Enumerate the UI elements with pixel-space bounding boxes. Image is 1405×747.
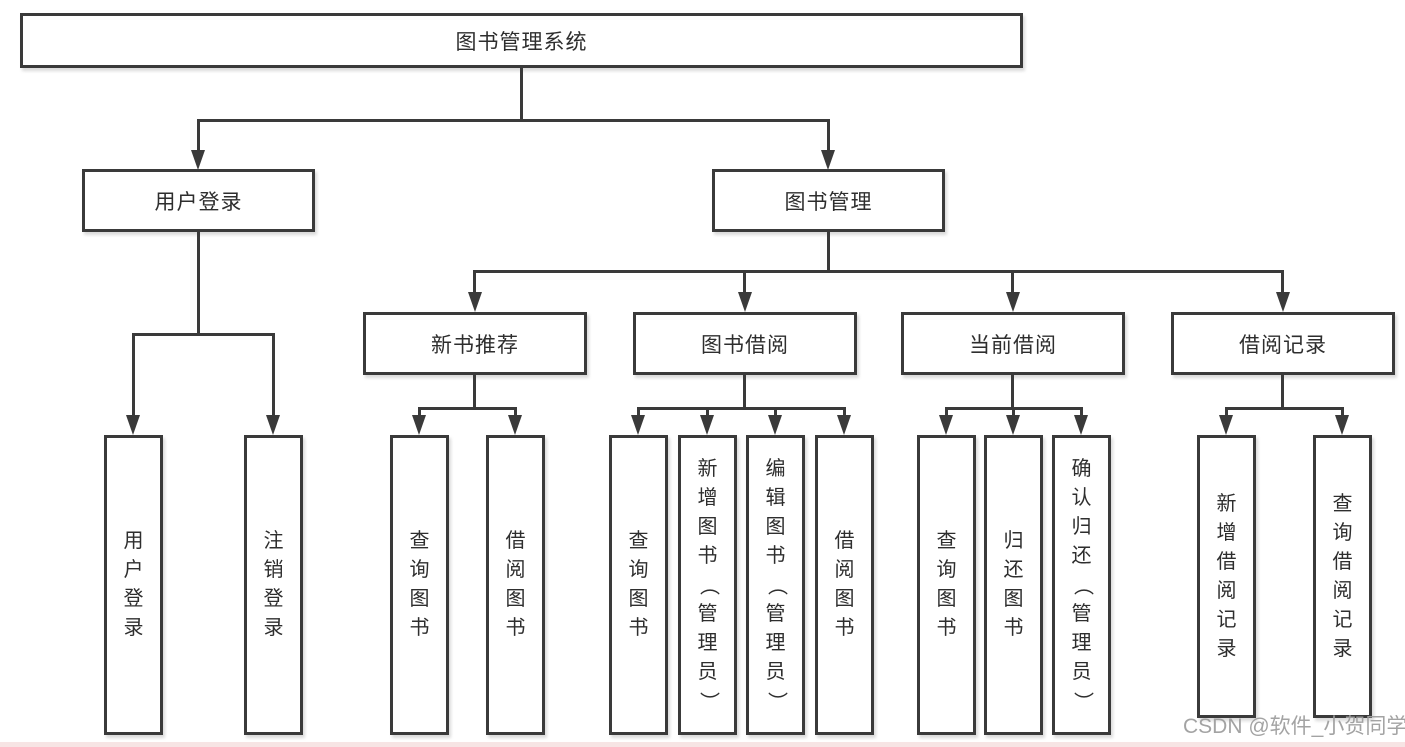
connector-line <box>473 270 1284 273</box>
arrowhead-icon <box>738 292 752 312</box>
connector-line <box>827 119 830 152</box>
leaf-label: 查询图书 <box>936 530 957 639</box>
connector-line <box>1011 270 1014 294</box>
leaf-borrow-books-recommend: 借阅图书 <box>486 435 545 735</box>
arrowhead-icon <box>1219 415 1233 435</box>
connector-line <box>1080 407 1083 417</box>
leaf-label: 新增借阅记录 <box>1216 492 1237 660</box>
arrowhead-icon <box>191 150 205 170</box>
arrowhead-icon <box>1006 415 1020 435</box>
arrowhead-icon <box>1074 415 1088 435</box>
node-label: 用户登录 <box>154 190 243 214</box>
connector-line <box>1012 407 1015 417</box>
arrowhead-icon <box>821 150 835 170</box>
connector-line <box>1281 375 1284 410</box>
connector-line <box>706 407 709 417</box>
leaf-label: 查询借阅记录 <box>1332 492 1353 660</box>
connector-line <box>1281 270 1284 294</box>
node-label: 图书管理系统 <box>455 30 588 54</box>
node-borrow-records: 借阅记录 <box>1171 312 1395 375</box>
connector-line <box>418 407 421 417</box>
arrowhead-icon <box>412 415 426 435</box>
connector-line <box>473 375 476 410</box>
connector-line <box>418 407 517 410</box>
connector-line <box>827 232 830 273</box>
node-root-library-system: 图书管理系统 <box>20 13 1023 68</box>
leaf-add-book-admin: 新增图书（管理员） <box>678 435 737 735</box>
connector-line <box>132 333 135 417</box>
leaf-label: 查询图书 <box>628 530 649 639</box>
node-label: 当前借阅 <box>969 333 1057 357</box>
connector-line <box>743 375 746 410</box>
arrowhead-icon <box>768 415 782 435</box>
leaf-label: 归还图书 <box>1003 530 1024 639</box>
leaf-label: 新增图书（管理员） <box>697 457 719 712</box>
connector-line <box>473 270 476 294</box>
arrowhead-icon <box>700 415 714 435</box>
node-label: 新书推荐 <box>431 333 519 357</box>
connector-line <box>1225 407 1344 410</box>
leaf-query-books-borrow: 查询图书 <box>609 435 668 735</box>
arrowhead-icon <box>939 415 953 435</box>
node-user-login: 用户登录 <box>82 169 315 232</box>
connector-line <box>843 407 846 417</box>
connector-line <box>1225 407 1228 417</box>
node-label: 图书管理 <box>784 190 873 214</box>
connector-line <box>197 119 200 152</box>
arrowhead-icon <box>631 415 645 435</box>
arrowhead-icon <box>468 292 482 312</box>
node-book-borrowing: 图书借阅 <box>633 312 857 375</box>
node-label: 借阅记录 <box>1239 333 1327 357</box>
connector-line <box>1341 407 1344 417</box>
connector-line <box>197 232 200 336</box>
connector-line <box>743 270 746 294</box>
leaf-label: 查询图书 <box>409 530 430 639</box>
arrowhead-icon <box>508 415 522 435</box>
arrowhead-icon <box>1276 292 1290 312</box>
leaf-query-borrow-record: 查询借阅记录 <box>1313 435 1372 718</box>
leaf-borrow-books: 借阅图书 <box>815 435 874 735</box>
leaf-label: 借阅图书 <box>505 530 526 639</box>
connector-line <box>637 407 640 417</box>
leaf-query-books-recommend: 查询图书 <box>390 435 449 735</box>
leaf-return-book: 归还图书 <box>984 435 1043 735</box>
arrowhead-icon <box>266 415 280 435</box>
arrowhead-icon <box>126 415 140 435</box>
connector-line <box>637 407 846 410</box>
leaf-label: 借阅图书 <box>834 530 855 639</box>
leaf-label: 编辑图书（管理员） <box>765 457 787 712</box>
bottom-strip <box>0 742 1405 747</box>
connector-line <box>272 333 275 417</box>
leaf-label: 用户登录 <box>123 530 144 639</box>
leaf-query-books-current: 查询图书 <box>917 435 976 735</box>
node-book-management: 图书管理 <box>712 169 945 232</box>
leaf-add-borrow-record: 新增借阅记录 <box>1197 435 1256 718</box>
leaf-edit-book-admin: 编辑图书（管理员） <box>746 435 805 735</box>
connector-line <box>774 407 777 417</box>
connector-line <box>132 333 275 336</box>
connector-line <box>514 407 517 417</box>
node-new-book-recommend: 新书推荐 <box>363 312 587 375</box>
connector-line <box>520 68 523 122</box>
node-current-borrowing: 当前借阅 <box>901 312 1125 375</box>
connector-line <box>945 407 948 417</box>
leaf-label: 确认归还（管理员） <box>1071 457 1093 712</box>
leaf-logout: 注销登录 <box>244 435 303 735</box>
arrowhead-icon <box>1335 415 1349 435</box>
leaf-confirm-return-admin: 确认归还（管理员） <box>1052 435 1111 735</box>
csdn-watermark: CSDN @软件_小贺同学 <box>1183 715 1405 738</box>
arrowhead-icon <box>837 415 851 435</box>
node-label: 图书借阅 <box>701 333 789 357</box>
arrowhead-icon <box>1006 292 1020 312</box>
leaf-label: 注销登录 <box>263 530 284 639</box>
connector-line <box>1011 375 1014 410</box>
connector-line <box>197 119 830 122</box>
leaf-user-login: 用户登录 <box>104 435 163 735</box>
